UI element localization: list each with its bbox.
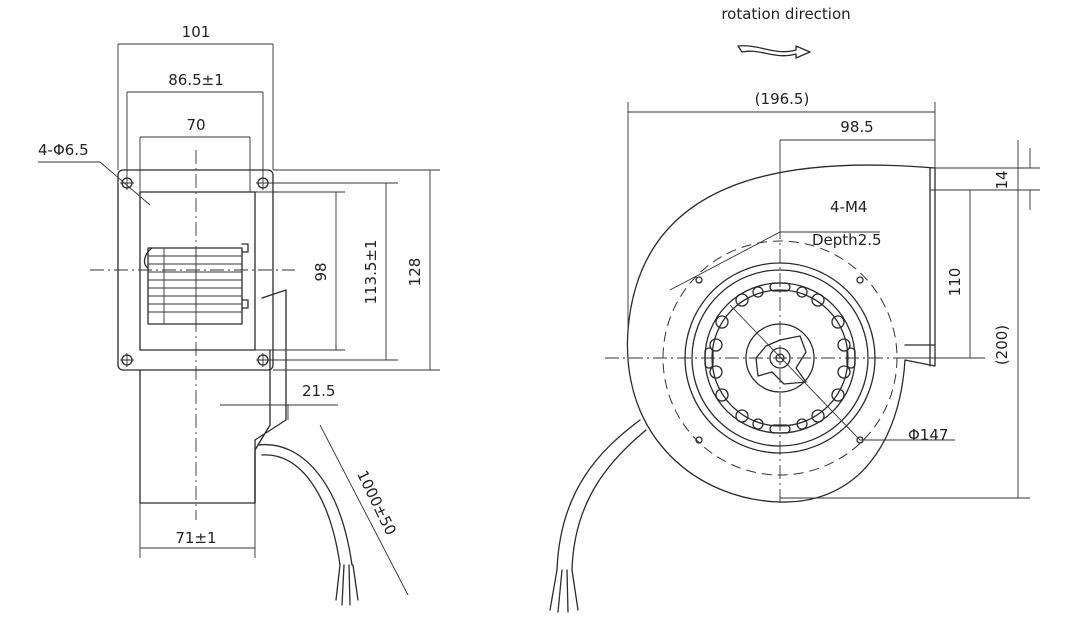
front-dimensions (38, 43, 440, 596)
side-view: rotation direction (549, 5, 1040, 613)
dim-base-width: 71±1 (175, 529, 216, 547)
front-view: 101 86.5±1 70 4-Φ6.5 98 113.5±1 128 21.5… (38, 23, 440, 606)
dim-total-height: (200) (993, 325, 1011, 365)
dim-holes: 4-Φ6.5 (38, 141, 89, 159)
dim-hole-height: 113.5±1 (362, 239, 380, 304)
impeller-blades (143, 247, 243, 325)
outlet-shroud (139, 349, 271, 504)
side-dimensions (627, 102, 1040, 499)
cable (257, 443, 359, 606)
dim-thread-depth: Depth2.5 (812, 231, 882, 249)
dim-total-width: (196.5) (755, 90, 810, 108)
housing-body (139, 191, 256, 351)
dim-outlet-height: 110 (946, 268, 964, 297)
vent-holes (709, 286, 851, 430)
hub-spider (755, 335, 807, 385)
dim-overall-height: 128 (406, 258, 424, 287)
dim-outlet-width: 70 (186, 116, 205, 134)
dim-overall-width: 101 (182, 23, 211, 41)
dim-half-width: 98.5 (840, 118, 873, 136)
side-cable (549, 419, 647, 613)
m4-holes (695, 276, 864, 444)
dim-thread-holes: 4-M4 (830, 198, 867, 216)
dim-offset: 21.5 (302, 382, 335, 400)
dim-inner-height: 98 (312, 262, 330, 281)
dim-top: 14 (993, 170, 1011, 189)
title: rotation direction (721, 5, 850, 23)
dim-hole-spacing: 86.5±1 (168, 71, 224, 89)
rotation-arrow-icon (737, 45, 811, 59)
scroll-housing (626, 164, 936, 503)
mounting-holes (120, 176, 270, 367)
dim-diameter: Φ147 (908, 426, 948, 444)
